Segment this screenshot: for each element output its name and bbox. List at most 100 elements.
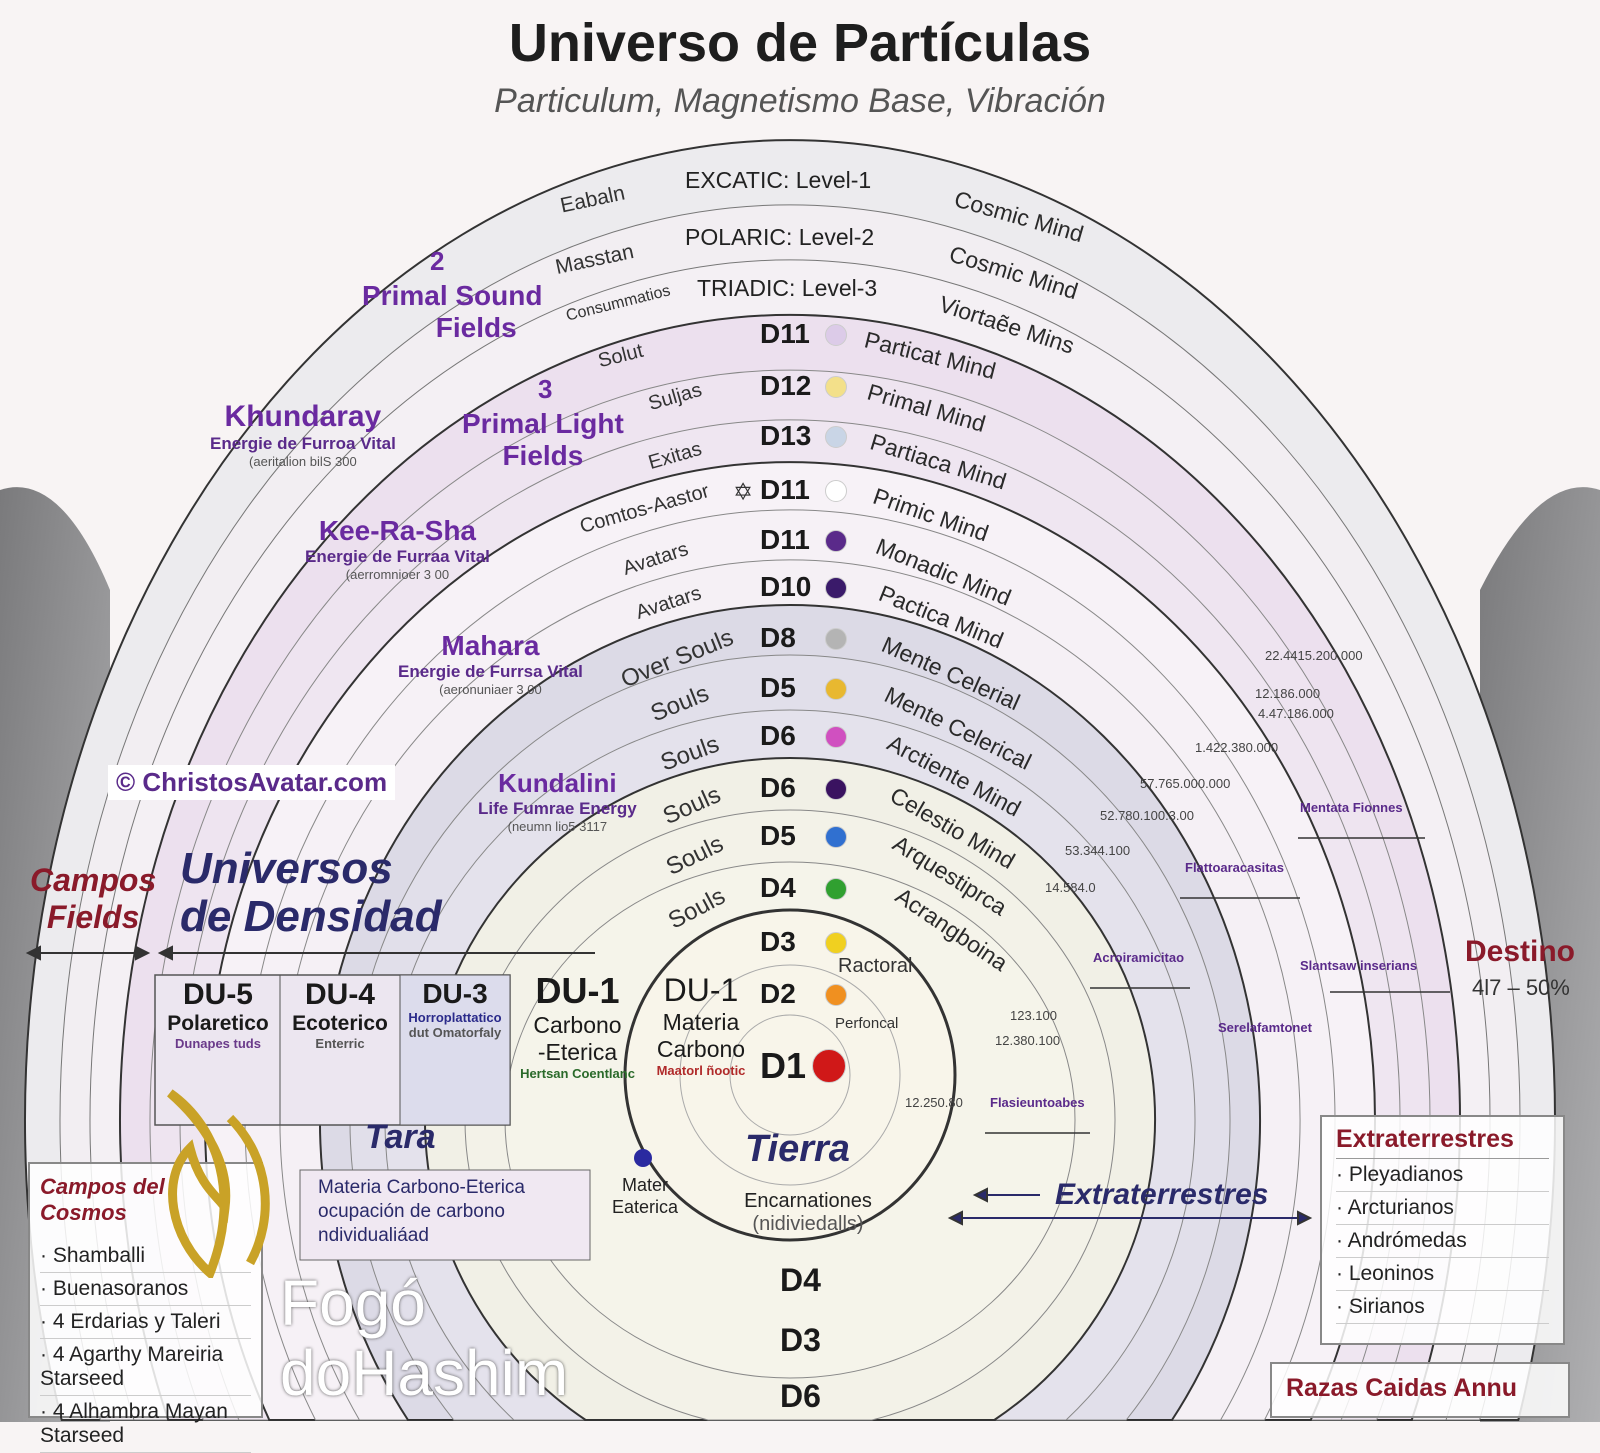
list-item-label: Arcturianos bbox=[1347, 1196, 1454, 1219]
extraterrestres-list: · Pleyadianos· Arcturianos· Andrómedas· … bbox=[1336, 1159, 1549, 1324]
list-item: · 4 Alhambra Mayan Starseed bbox=[40, 1396, 251, 1453]
concentric-rings bbox=[0, 139, 1600, 1422]
label: (aeritalion bilS 300 bbox=[249, 454, 357, 469]
number-label: 12.250.80 bbox=[905, 1095, 963, 1110]
campos-cosmos-list: · Shamballi· Buenasoranos· 4 Erdarias y … bbox=[40, 1240, 251, 1453]
du-name: Carbono bbox=[656, 1036, 746, 1062]
label: Kee-Ra-Sha bbox=[318, 515, 477, 546]
du-name: Carbono bbox=[533, 1012, 622, 1038]
mater-dot bbox=[634, 1149, 652, 1167]
list-item: · Sirianos bbox=[1336, 1291, 1549, 1324]
mind-label: Ractoral bbox=[838, 955, 913, 977]
dimension-label: D1 bbox=[760, 1045, 807, 1086]
number-label: 22.4415.200.000 bbox=[1265, 648, 1363, 663]
level-value: Level-2 bbox=[798, 224, 875, 250]
label: Eaterica bbox=[612, 1197, 679, 1217]
dimension-label: D2 bbox=[760, 978, 796, 1009]
level-value: Level-3 bbox=[801, 275, 878, 301]
list-item: · Leoninos bbox=[1336, 1258, 1549, 1291]
label: Encarnationes bbox=[744, 1190, 872, 1212]
du-name: -Eterica bbox=[537, 1039, 618, 1065]
dimension-label: D4 bbox=[760, 872, 796, 903]
label: ndividualiáad bbox=[318, 1225, 429, 1246]
label: Primal Sound bbox=[362, 280, 543, 311]
right-label: Flasieuntoabes bbox=[990, 1095, 1085, 1110]
dimension-label: D10 bbox=[760, 571, 812, 602]
number-label: 52.780.100.3.00 bbox=[1100, 808, 1194, 823]
label: Life Fumrae Energy bbox=[478, 799, 637, 818]
du-code: DU-1 bbox=[663, 972, 739, 1008]
label: Mahara bbox=[441, 630, 540, 661]
copyright-link[interactable]: © ChristosAvatar.com bbox=[108, 765, 396, 800]
flame-logo-icon bbox=[150, 1088, 280, 1283]
dimension-color-dot bbox=[825, 324, 847, 346]
dimension-color-dot bbox=[825, 726, 847, 748]
du-name: Ecoterico bbox=[292, 1012, 388, 1035]
light-fields-number: 3 bbox=[538, 374, 553, 404]
du-note: dut Omatorfaly bbox=[408, 1025, 502, 1040]
dimension-label: D11 bbox=[760, 524, 810, 555]
label: Energie de Furrsa Vital bbox=[398, 662, 583, 681]
dimension-color-dot bbox=[825, 628, 847, 650]
label: Khundaray bbox=[224, 400, 382, 433]
du-note: Dunapes tuds bbox=[175, 1036, 261, 1051]
label: do bbox=[280, 1337, 352, 1409]
dimension-label: D3 bbox=[760, 926, 796, 957]
label: ocupación de carbono bbox=[318, 1201, 505, 1222]
list-item-label: 4 Agarthy Mareiria Starseed bbox=[40, 1343, 224, 1390]
label: Energie de Furraa Vital bbox=[305, 547, 490, 566]
dimension-label: D11 bbox=[760, 474, 810, 505]
right-label: Serelafamtonet bbox=[1218, 1020, 1312, 1035]
encarnationes: Encarnationes(nidiviedalls) bbox=[733, 1190, 883, 1236]
list-item-label: Andrómedas bbox=[1347, 1229, 1467, 1252]
dimension-label: D13 bbox=[760, 420, 812, 451]
du-name: Horroplattatico bbox=[408, 1010, 502, 1025]
tara-title: Tara bbox=[365, 1118, 436, 1156]
du-note: Enterric bbox=[315, 1036, 365, 1051]
dimension-label: D8 bbox=[760, 622, 796, 653]
tierra-circle bbox=[623, 908, 957, 1242]
list-item: · 4 Erdarias y Taleri bbox=[40, 1306, 251, 1339]
dimension-label: D12 bbox=[760, 370, 812, 401]
lower-dimension: D3 bbox=[780, 1322, 821, 1358]
list-item-label: Buenasoranos bbox=[52, 1277, 189, 1300]
box-title: Extraterrestres bbox=[1336, 1125, 1549, 1159]
dimension-label: D6 bbox=[760, 772, 796, 803]
list-item-label: Leoninos bbox=[1348, 1262, 1435, 1285]
dimension-label: D5 bbox=[760, 820, 796, 851]
number-label: 1.422.380.000 bbox=[1195, 740, 1279, 755]
destino-value: 4l7 – 50% bbox=[1472, 975, 1570, 1000]
level-1: EXCATIC: Level-1 bbox=[685, 167, 871, 194]
tierra-label: Tierra bbox=[745, 1128, 850, 1170]
du-name: Polaretico bbox=[167, 1012, 269, 1035]
dimension-label: D5 bbox=[760, 672, 796, 703]
number-label: 57.765.000.000 bbox=[1140, 776, 1231, 791]
lower-dimension: D4 bbox=[780, 1262, 821, 1298]
dimension-color-dot bbox=[812, 1049, 846, 1083]
list-item-label: Pleyadianos bbox=[1348, 1163, 1464, 1186]
label: Fields bbox=[502, 440, 584, 471]
label: Universos bbox=[180, 844, 393, 893]
number-label: 123.100 bbox=[1010, 1008, 1057, 1023]
label: Fields bbox=[435, 312, 517, 343]
label: Mater bbox=[622, 1175, 669, 1195]
level-3: TRIADIC: Level-3 bbox=[697, 275, 877, 302]
list-item-label: 4 Alhambra Mayan Starseed bbox=[40, 1400, 228, 1447]
dimension-label: D11 bbox=[760, 318, 810, 349]
du-note: Maatorl ñootic bbox=[656, 1063, 746, 1078]
list-item-label: Sirianos bbox=[1348, 1295, 1425, 1318]
